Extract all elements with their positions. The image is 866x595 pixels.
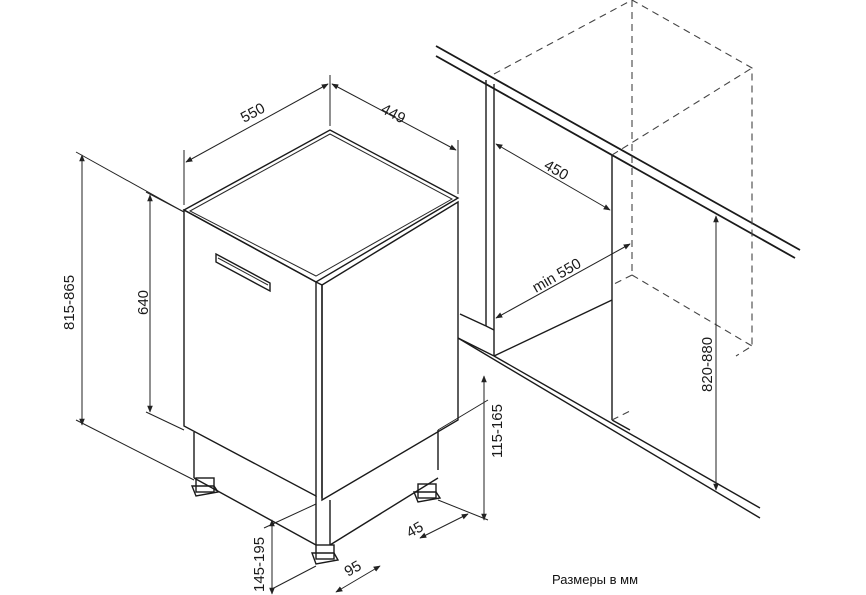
units-caption: Размеры в мм bbox=[552, 572, 638, 587]
leg-front-left bbox=[190, 477, 220, 497]
dim-leg-offset: 45 bbox=[404, 513, 469, 541]
dim-leg-height-label: 145-195 bbox=[251, 537, 268, 592]
dim-niche-depth: 450 bbox=[495, 143, 611, 211]
dim-total-height-label: 815-865 bbox=[61, 275, 78, 330]
dishwasher-legs bbox=[190, 477, 442, 565]
dim-depth-label: 449 bbox=[378, 101, 408, 128]
dim-leg-height: 145-195 bbox=[251, 503, 317, 595]
dim-niche-depth-label: 450 bbox=[541, 157, 571, 184]
dim-total-height: 815-865 bbox=[61, 151, 195, 481]
dim-niche-width-label: min 550 bbox=[530, 255, 585, 296]
dim-niche-height: 820-880 bbox=[699, 215, 719, 491]
leg-back-right bbox=[412, 483, 442, 503]
dim-leg-offset-label: 45 bbox=[404, 518, 427, 541]
dim-leg-depth: 95 bbox=[335, 557, 381, 593]
dim-door-height: 640 bbox=[135, 191, 185, 431]
dishwasher-body bbox=[182, 129, 460, 546]
leg-front-right bbox=[311, 544, 340, 565]
dim-plinth-height-label: 115-165 bbox=[489, 404, 506, 458]
dim-door-height-label: 640 bbox=[135, 290, 152, 315]
dim-niche-width: min 550 bbox=[495, 243, 631, 319]
dim-width: 550 bbox=[183, 75, 331, 205]
dim-depth: 449 bbox=[331, 83, 459, 194]
dim-leg-depth-label: 95 bbox=[342, 557, 365, 580]
dim-width-label: 550 bbox=[238, 100, 268, 127]
dim-plinth-height: 115-165 bbox=[437, 375, 506, 521]
dim-niche-height-label: 820-880 bbox=[699, 337, 716, 392]
